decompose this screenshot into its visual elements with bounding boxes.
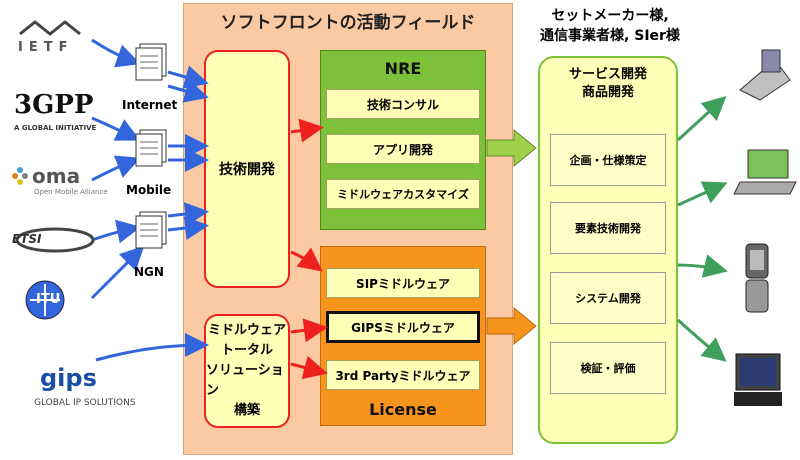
- block-arrow-nre-service: [486, 128, 537, 168]
- service-item-elemental-tech: 要素技術開発: [550, 202, 666, 254]
- arrow-service-laptop: [677, 181, 728, 207]
- arrow-etsi-doc: [91, 219, 141, 244]
- arrow-internet-tech-2: [167, 79, 209, 103]
- arrow-middleware-gips: [290, 318, 328, 343]
- itu-logo-graphic: [25, 280, 65, 320]
- middleware-line-2: トータル: [220, 343, 273, 358]
- tech-development-label: 技術開発: [219, 162, 275, 178]
- block-arrow-license-service: [486, 306, 537, 346]
- mobile-phone-icon: [745, 243, 769, 313]
- license-item-sip: SIPミドルウェア: [326, 268, 480, 298]
- nre-item-app-development: アプリ開発: [326, 134, 480, 164]
- oma-logo-graphic: [12, 167, 28, 185]
- ietf-logo-text: IETF: [18, 40, 74, 55]
- doc-label-internet: Internet: [122, 98, 178, 112]
- activity-field-title: ソフトフロントの活動フィールド: [220, 13, 476, 33]
- phone-icon: [739, 49, 791, 101]
- license-title: License: [369, 400, 437, 419]
- middleware-line-1: ミドルウェア: [207, 323, 286, 338]
- customers-heading: セットメーカー様, 通信事業者様, SIer様: [515, 6, 705, 46]
- itu-logo-text: ITU: [36, 292, 61, 307]
- arrow-ietf-doc: [91, 38, 141, 68]
- middleware-line-4: 構築: [233, 403, 260, 418]
- arrow-tech-license: [290, 247, 323, 272]
- gips-logo-subtext: GLOBAL IP SOLUTIONS: [34, 398, 136, 408]
- service-item-planning: 企画・仕様策定: [550, 134, 666, 186]
- gips-logo-text: gips: [40, 364, 97, 392]
- 3gpp-logo-text: 3GPP: [14, 90, 94, 120]
- oma-logo-text: oma: [32, 164, 81, 188]
- service-title-line-2: 商品開発: [581, 85, 634, 100]
- etsi-logo-text: ETSI: [12, 232, 42, 246]
- arrow-service-tv: [676, 318, 727, 362]
- nre-item-middleware-customize: ミドルウェアカスタマイズ: [326, 179, 480, 209]
- arrow-internet-tech-1: [167, 65, 209, 89]
- nre-title: NRE: [384, 59, 422, 78]
- doc-label-mobile: Mobile: [126, 183, 172, 197]
- oma-logo-subtext: Open Mobile Alliance: [34, 188, 108, 196]
- arrow-service-mobile: [677, 254, 728, 278]
- service-item-system-dev: システム開発: [550, 272, 666, 324]
- laptop-icon: [733, 149, 797, 195]
- arrow-ngn-tech-1: [167, 202, 209, 226]
- etsi-logo-graphic: [15, 227, 95, 253]
- middleware-line-3: ソリューション: [206, 363, 284, 398]
- middleware-solution-box: ミドルウェア トータル ソリューション 構築: [204, 314, 290, 428]
- arrow-oma-doc: [91, 155, 141, 182]
- arrow-gips-middleware: [95, 333, 209, 362]
- nre-item-consulting: 技術コンサル: [326, 89, 480, 119]
- customers-line-1: セットメーカー様,: [551, 8, 669, 24]
- arrow-ngn-tech-2: [167, 216, 209, 240]
- ietf-logo-graphic: [19, 20, 81, 36]
- arrow-middleware-3rdparty: [290, 355, 328, 380]
- service-item-verification: 検証・評価: [550, 342, 666, 394]
- customers-line-2: 通信事業者様, SIer様: [540, 28, 680, 44]
- arrow-service-phone: [676, 95, 727, 142]
- doc-label-ngn: NGN: [134, 265, 164, 279]
- document-icon-ngn: [135, 211, 167, 249]
- service-title: サービス開発 商品開発: [538, 66, 678, 102]
- arrow-itu-doc: [90, 245, 145, 300]
- tv-icon: [734, 353, 782, 406]
- 3gpp-logo-subtext: A GLOBAL INITIATIVE: [14, 124, 97, 132]
- service-title-line-1: サービス開発: [568, 67, 647, 82]
- document-icon-internet: [135, 43, 167, 81]
- arrow-tech-nre: [290, 118, 324, 143]
- document-icon-mobile: [135, 129, 167, 167]
- arrow-3gpp-doc: [91, 116, 141, 141]
- license-item-3rd-party: 3rd Partyミドルウェア: [326, 360, 480, 390]
